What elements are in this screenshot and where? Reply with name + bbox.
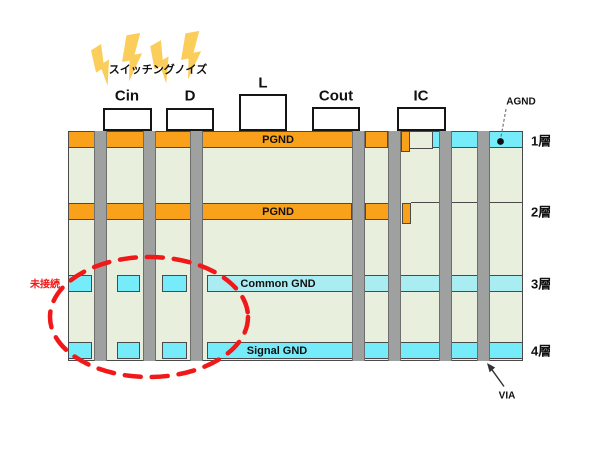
layer-label-3: 3層	[531, 276, 552, 292]
unconnected-pad	[162, 342, 187, 359]
via-7	[477, 131, 490, 361]
component-d	[166, 108, 214, 131]
via-label: VIA	[498, 390, 516, 402]
component-l	[239, 94, 287, 131]
common-gnd-label: Common GND	[240, 278, 316, 290]
via-pointer-arrowhead	[487, 363, 496, 373]
pgnd-label-layer2: PGND	[262, 206, 294, 218]
via-2	[143, 131, 156, 361]
pgnd-plane-layer2-segment	[365, 203, 389, 220]
via-1	[94, 131, 107, 361]
layer-label-2: 2層	[531, 204, 552, 220]
pgnd-pad-layer1	[401, 131, 410, 152]
unconnected-pad	[68, 275, 92, 292]
layer-label-4: 4層	[531, 343, 552, 359]
unconnected-pad	[68, 342, 92, 359]
pgnd-pad-layer2	[402, 203, 411, 224]
pgnd-plane-layer2	[68, 203, 352, 220]
not-connected-label: 未接続	[30, 279, 60, 291]
via-pointer-line	[491, 369, 505, 387]
via-3	[190, 131, 203, 361]
agnd-label: AGND	[506, 96, 536, 108]
via-4	[352, 131, 365, 361]
via-5	[388, 131, 401, 361]
unconnected-pad	[162, 275, 187, 292]
pcb-board	[68, 131, 523, 361]
pgnd-label-layer1: PGND	[262, 134, 294, 146]
switching-noise-label: スイッチングノイズ	[108, 64, 208, 76]
layer-boundary-line	[411, 202, 523, 203]
layer-label-1: 1層	[531, 133, 552, 149]
unconnected-pad	[117, 342, 140, 359]
component-label-cout: Cout	[318, 87, 354, 105]
component-label-ic: IC	[413, 87, 429, 105]
component-ic	[397, 107, 446, 131]
layer-boundary-line	[410, 148, 433, 149]
signal-gnd-label: Signal GND	[246, 345, 308, 357]
unconnected-pad	[117, 275, 140, 292]
component-cin	[103, 108, 152, 131]
pgnd-plane-layer1-segment	[365, 131, 388, 148]
pgnd-plane-layer1	[68, 131, 353, 148]
via-6	[439, 131, 452, 361]
component-label-d: D	[184, 87, 196, 105]
component-cout	[312, 107, 360, 131]
component-label-l: L	[258, 74, 268, 92]
component-label-cin: Cin	[114, 87, 140, 105]
